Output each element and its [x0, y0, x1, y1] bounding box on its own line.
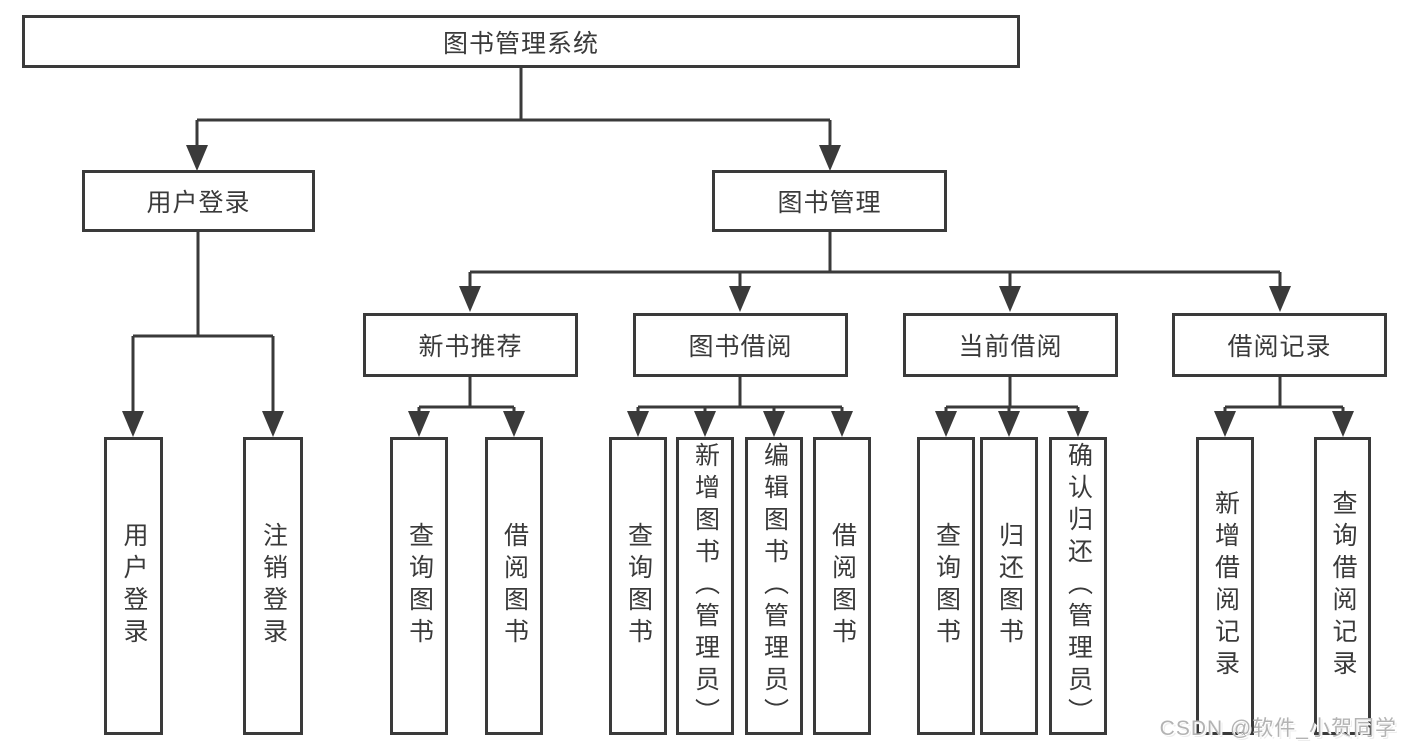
node-new-book-recommendation: 新书推荐 [363, 313, 578, 377]
leaf-return-books: 归还图书 [980, 437, 1038, 735]
node-borrowing-records: 借阅记录 [1172, 313, 1387, 377]
arrowhead [1269, 286, 1291, 312]
leaf-add-books-admin-label: 新增图书（管理员） [691, 442, 720, 730]
leaf-confirm-return-admin: 确认归还（管理员） [1049, 437, 1107, 735]
leaf-return-books-label: 归还图书 [995, 522, 1024, 650]
leaf-add-borrow-record: 新增借阅记录 [1196, 437, 1254, 735]
leaf-borrow-books: 借阅图书 [813, 437, 871, 735]
leaf-confirm-return-admin-label: 确认归还（管理员） [1064, 442, 1093, 730]
node-book-borrowing: 图书借阅 [633, 313, 848, 377]
leaf-borrow-books-label: 借阅图书 [828, 522, 857, 650]
leaf-query-borrow-record: 查询借阅记录 [1314, 437, 1371, 735]
leaf-logout: 注销登录 [243, 437, 303, 735]
node-book-borrowing-label: 图书借阅 [688, 333, 793, 361]
leaf-query-books-recommend-label: 查询图书 [405, 522, 434, 650]
arrowhead [408, 411, 430, 437]
leaf-query-books-current-label: 查询图书 [932, 522, 961, 650]
arrowhead [122, 411, 144, 437]
node-root: 图书管理系统 [22, 15, 1020, 68]
arrowhead [262, 411, 284, 437]
node-current-borrowing-label: 当前借阅 [958, 333, 1063, 361]
leaf-edit-books-admin: 编辑图书（管理员） [745, 437, 803, 735]
arrowhead [831, 411, 853, 437]
leaf-borrow-books-recommend-label: 借阅图书 [500, 522, 529, 650]
node-current-borrowing: 当前借阅 [903, 313, 1118, 377]
leaf-user-login-label: 用户登录 [120, 522, 148, 650]
leaf-add-borrow-record-label: 新增借阅记录 [1211, 490, 1240, 682]
leaf-add-books-admin: 新增图书（管理员） [676, 437, 734, 735]
arrowhead [1067, 411, 1089, 437]
arrowhead [503, 411, 525, 437]
leaf-query-books-current: 查询图书 [917, 437, 975, 735]
arrowhead [763, 411, 785, 437]
arrowhead [1332, 411, 1354, 437]
leaf-query-books-recommend: 查询图书 [390, 437, 448, 735]
arrowhead [627, 411, 649, 437]
leaf-borrow-books-recommend: 借阅图书 [485, 437, 543, 735]
leaf-user-login: 用户登录 [104, 437, 163, 735]
leaf-query-borrow-record-label: 查询借阅记录 [1329, 490, 1357, 682]
arrowhead [729, 286, 751, 312]
arrowhead [1214, 411, 1236, 437]
leaf-query-books-borrow-label: 查询图书 [624, 522, 653, 650]
arrowhead [935, 411, 957, 437]
arrowhead [459, 286, 481, 312]
node-borrowing-records-label: 借阅记录 [1227, 333, 1332, 361]
node-new-book-recommendation-label: 新书推荐 [418, 333, 523, 361]
arrowhead [998, 411, 1020, 437]
leaf-logout-label: 注销登录 [259, 522, 288, 650]
arrowhead [694, 411, 716, 437]
watermark: CSDN @软件_小贺同学 [1159, 717, 1397, 740]
node-root-label: 图书管理系统 [442, 29, 599, 58]
leaf-edit-books-admin-label: 编辑图书（管理员） [760, 442, 789, 730]
node-book-management-label: 图书管理 [777, 189, 882, 217]
node-user-login-label: 用户登录 [146, 189, 251, 217]
arrowhead [999, 286, 1021, 312]
leaf-query-books-borrow: 查询图书 [609, 437, 667, 735]
node-user-login: 用户登录 [82, 170, 315, 232]
arrowhead [186, 145, 208, 171]
arrowhead [819, 145, 841, 171]
node-book-management: 图书管理 [712, 170, 947, 232]
